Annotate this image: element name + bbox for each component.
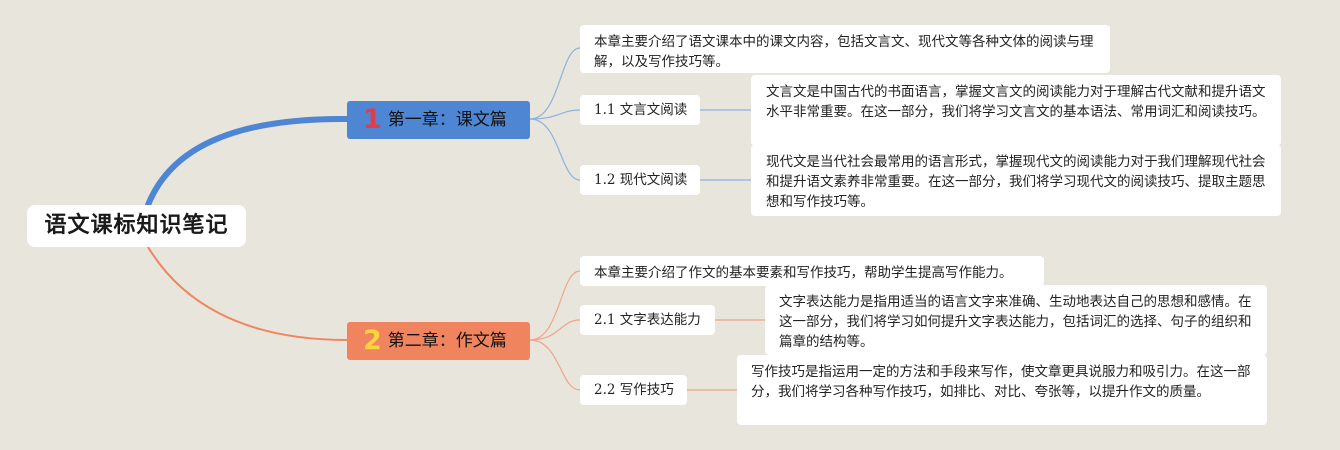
section-1-1-label: 1.1 文言文阅读: [594, 102, 688, 118]
connector-ch1-sec1: [529, 109, 581, 120]
connector-ch2-summary: [529, 270, 581, 341]
chapter-1-summary: 本章主要介绍了语文课本中的课文内容，包括文言文、现代文等各种文体的阅读与理解，以…: [594, 34, 1094, 70]
chapter-2-summary: 本章主要介绍了作文的基本要素和写作技巧，帮助学生提高写作能力。: [594, 265, 1013, 281]
connector-ch2-sec2: [529, 339, 581, 391]
section-1-2-detail-node[interactable]: 现代文是当代社会最常用的语言形式，掌握现代文的阅读能力对于我们理解现代社会和提升…: [751, 145, 1281, 216]
chapter-1-node[interactable]: 1 第一章：课文篇: [347, 101, 530, 139]
section-1-1-node[interactable]: 1.1 文言文阅读: [580, 95, 700, 125]
chapter-1-title: 第一章：课文篇: [387, 110, 507, 130]
section-2-1-detail: 文字表达能力是指用适当的语言文字来准确、生动地表达自己的思想和感情。在这一部分，…: [779, 294, 1252, 350]
root-title: 语文课标知识笔记: [44, 213, 229, 238]
connector-root-chapter-1: [145, 115, 350, 208]
connector-root-chapter-2: [147, 246, 348, 341]
section-2-2-detail: 写作技巧是指运用一定的方法和手段来写作，使文章更具说服力和吸引力。在这一部分，我…: [751, 364, 1251, 400]
section-1-2-node[interactable]: 1.2 现代文阅读: [580, 165, 700, 195]
section-2-1-detail-node[interactable]: 文字表达能力是指用适当的语言文字来准确、生动地表达自己的思想和感情。在这一部分，…: [765, 285, 1267, 355]
section-1-1-detail: 文言文是中国古代的书面语言，掌握文言文的阅读能力对于理解古代文献和提升语文水平非…: [766, 84, 1266, 120]
connector-ch1-sec2: [529, 118, 581, 181]
connector-ch1-summary: [529, 47, 581, 120]
section-2-2-label: 2.2 写作技巧: [594, 382, 674, 398]
chapter-2-title: 第二章：作文篇: [387, 331, 507, 351]
chapter-1-summary-node[interactable]: 本章主要介绍了语文课本中的课文内容，包括文言文、现代文等各种文体的阅读与理解，以…: [580, 25, 1110, 73]
connector-ch2-sec1: [529, 319, 581, 341]
section-1-1-detail-node[interactable]: 文言文是中国古代的书面语言，掌握文言文的阅读能力对于理解古代文献和提升语文水平非…: [751, 75, 1281, 146]
chapter-1-number: 1: [363, 104, 382, 135]
section-1-2-label: 1.2 现代文阅读: [594, 172, 688, 188]
section-2-1-label: 2.1 文字表达能力: [594, 312, 701, 328]
section-2-1-node[interactable]: 2.1 文字表达能力: [580, 305, 715, 335]
section-2-2-detail-node[interactable]: 写作技巧是指运用一定的方法和手段来写作，使文章更具说服力和吸引力。在这一部分，我…: [737, 355, 1267, 425]
chapter-2-number: 2: [363, 325, 382, 356]
section-1-2-detail: 现代文是当代社会最常用的语言形式，掌握现代文的阅读能力对于我们理解现代社会和提升…: [766, 154, 1266, 210]
chapter-2-summary-node[interactable]: 本章主要介绍了作文的基本要素和写作技巧，帮助学生提高写作能力。: [580, 256, 1044, 286]
chapter-2-node[interactable]: 2 第二章：作文篇: [347, 322, 530, 360]
root-node[interactable]: 语文课标知识笔记: [27, 205, 246, 247]
section-2-2-node[interactable]: 2.2 写作技巧: [580, 375, 687, 405]
